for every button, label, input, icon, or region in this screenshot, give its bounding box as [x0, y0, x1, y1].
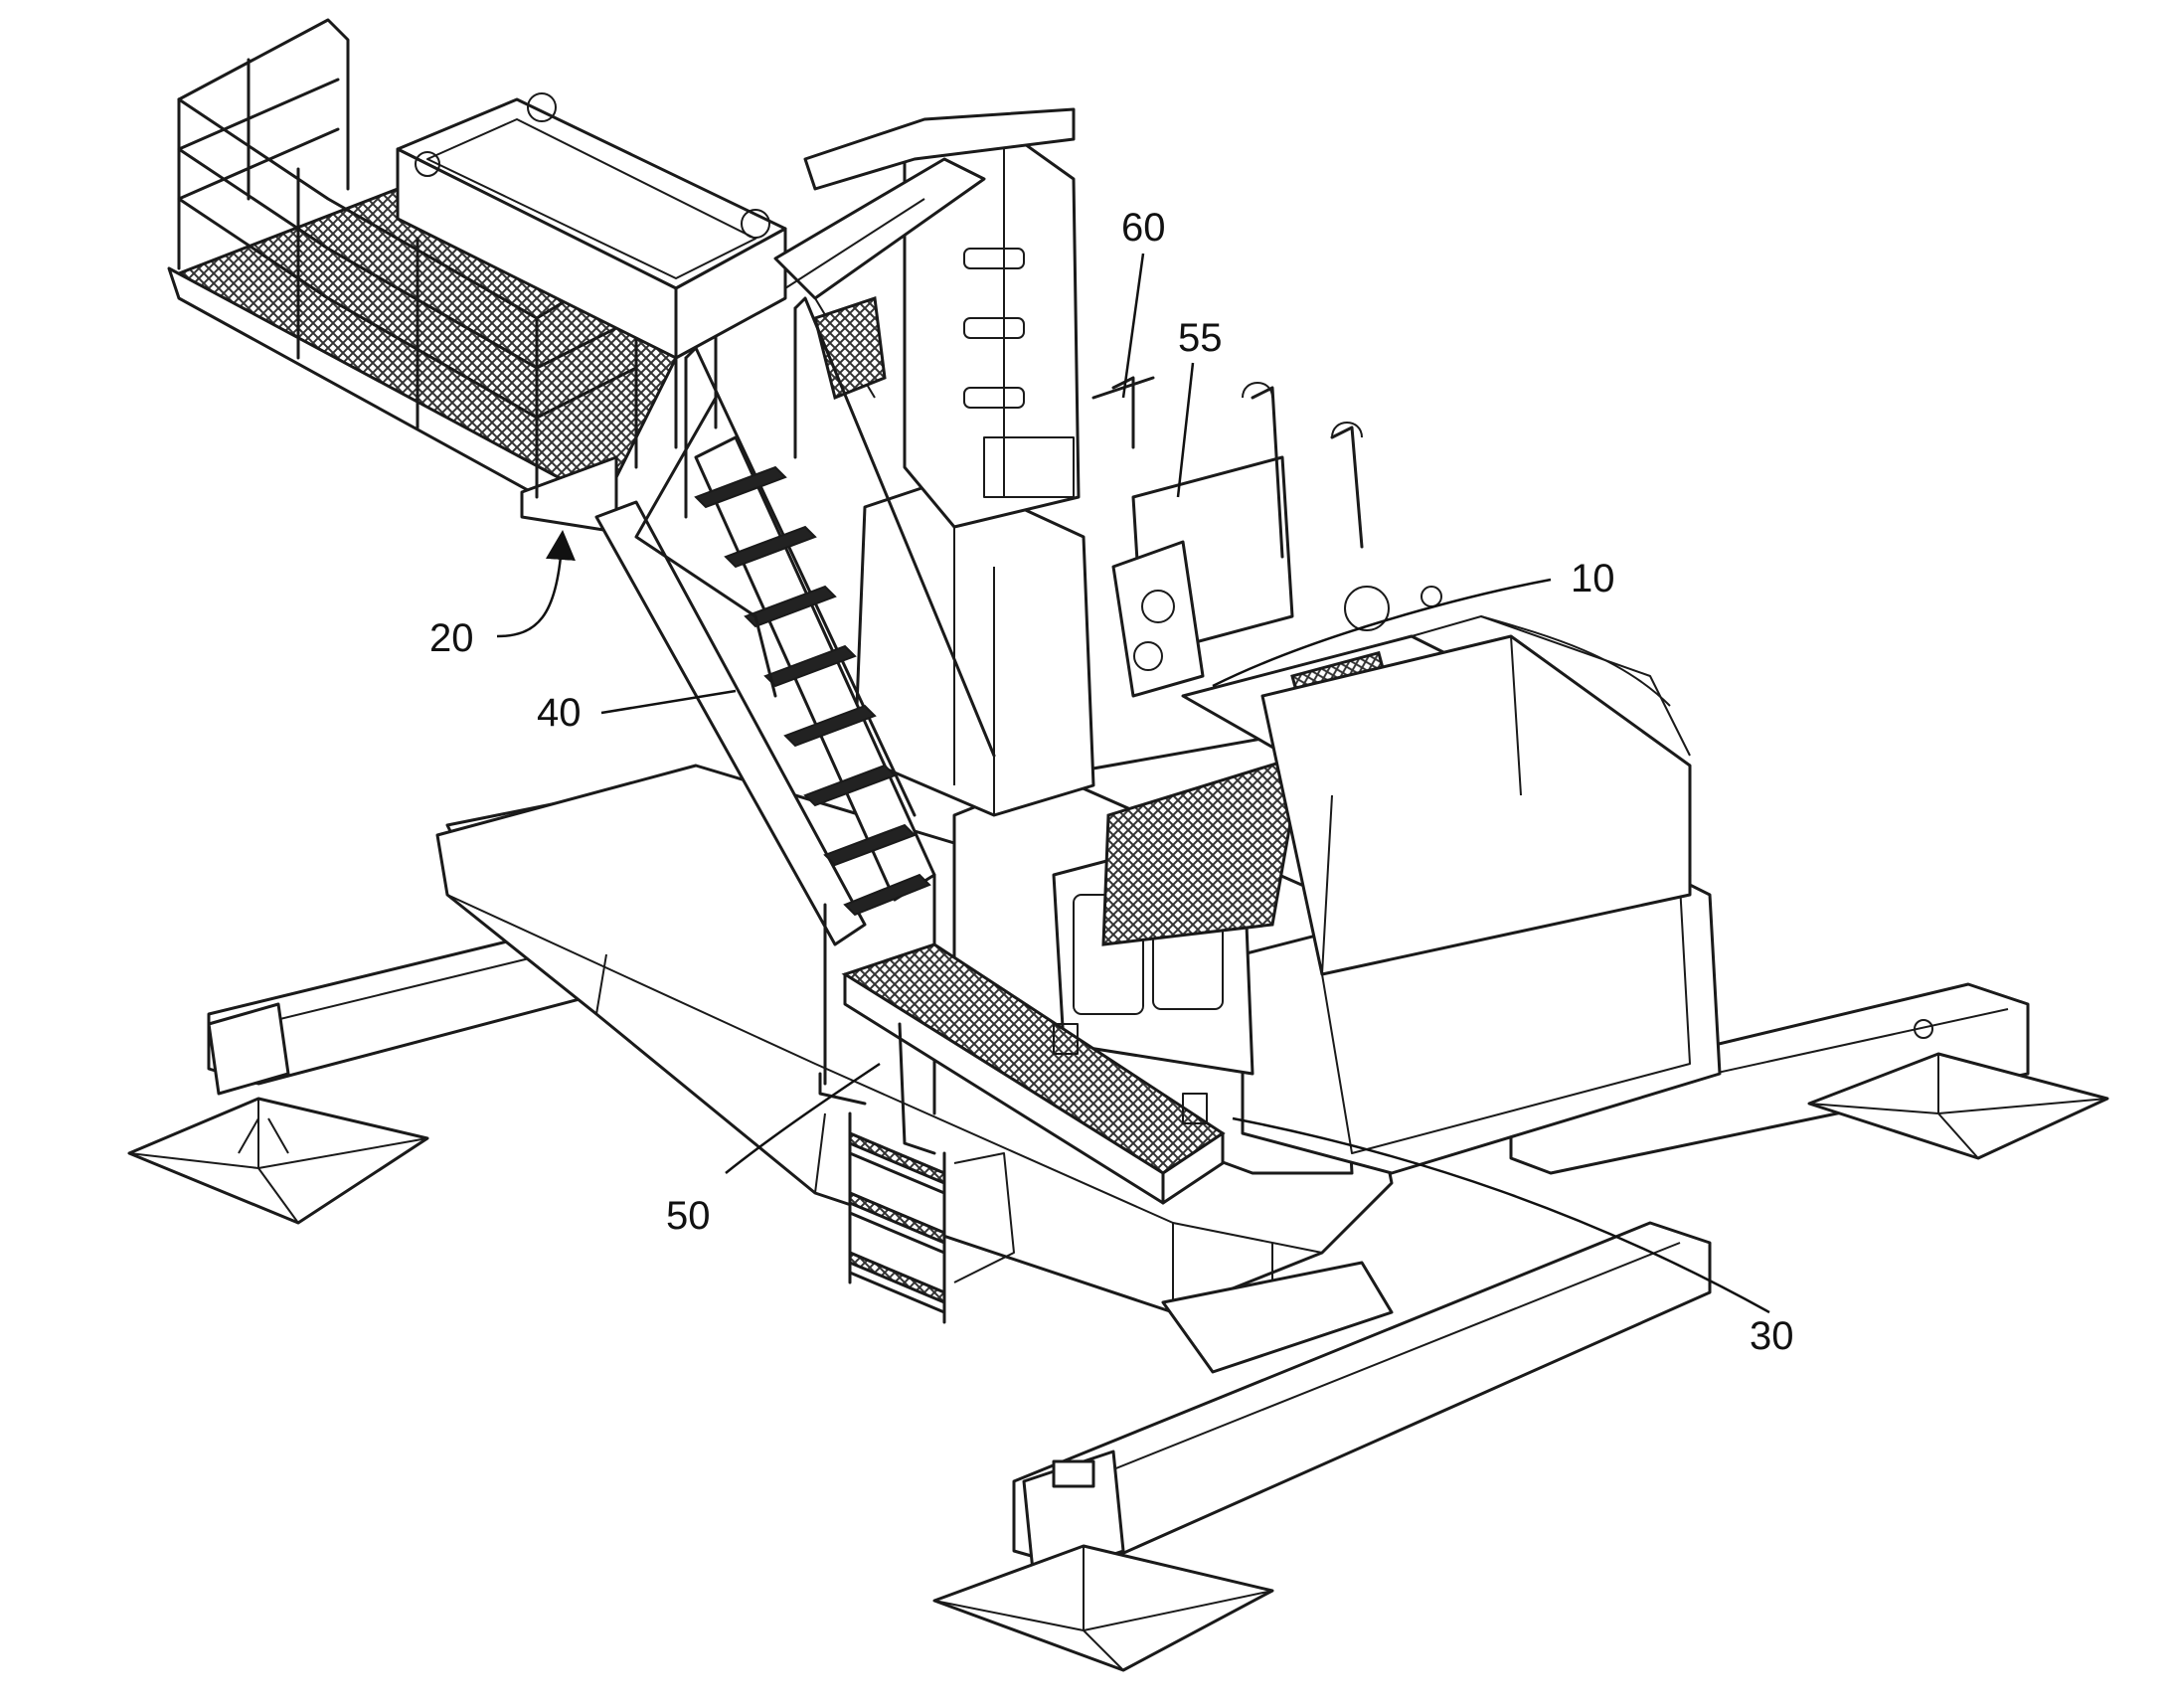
outrigger-beam-left	[127, 793, 638, 1225]
walkway-30	[841, 942, 1226, 1205]
outrigger-beam-right	[1509, 982, 2109, 1175]
ref-numeral-60: 60	[1121, 206, 1166, 250]
leader-40	[600, 689, 737, 715]
mast-back-component-55	[1091, 376, 1364, 698]
stair-treads	[694, 465, 931, 917]
stairway-40	[594, 296, 996, 1115]
ref-numeral-40: 40	[537, 691, 582, 735]
upper-platform-20	[167, 18, 728, 534]
callouts: 20 40 60 55 10 50 30	[429, 206, 1794, 1358]
leader-55	[1176, 362, 1195, 498]
access-ladder-50	[818, 1022, 1015, 1324]
leader-20	[496, 530, 576, 638]
ref-numeral-50: 50	[666, 1194, 711, 1238]
ref-numeral-55: 55	[1178, 316, 1223, 360]
leader-50	[725, 1062, 881, 1174]
leader-10	[1212, 578, 1552, 688]
ref-numeral-20: 20	[429, 616, 474, 660]
leader-60	[1121, 253, 1145, 399]
winch-box	[396, 92, 787, 360]
boom-strut	[773, 157, 986, 401]
leader-30	[1232, 1116, 1770, 1314]
cab-housing-10	[1260, 586, 1692, 976]
ref-numeral-30: 30	[1750, 1314, 1794, 1358]
outrigger-beam-front	[932, 1221, 1712, 1672]
ref-numeral-10: 10	[1571, 557, 1615, 600]
